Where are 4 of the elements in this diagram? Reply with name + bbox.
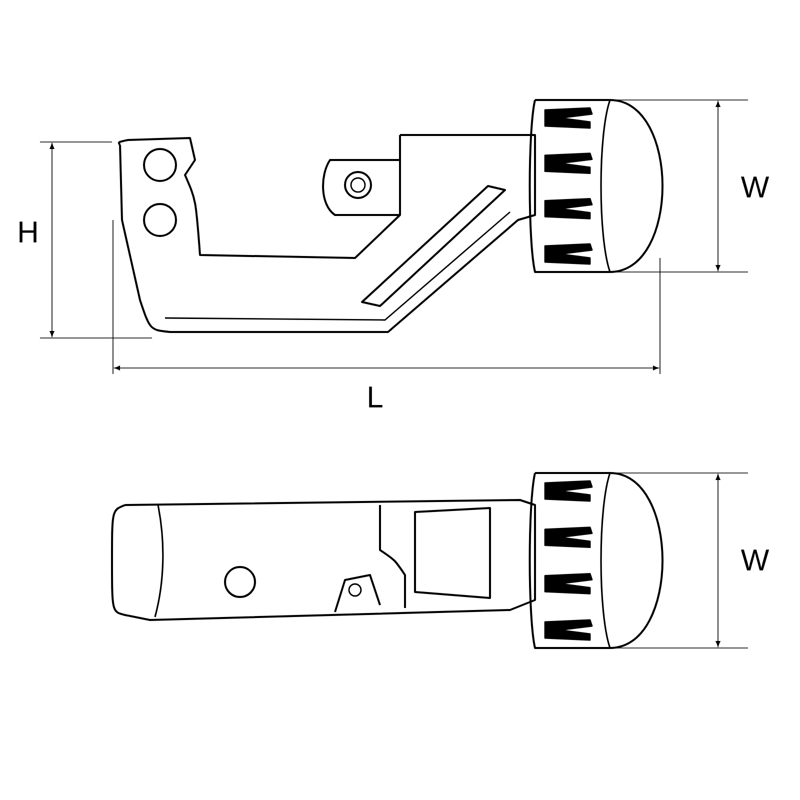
dimension-label: H — [20, 222, 36, 242]
dimension-label: W — [740, 550, 770, 570]
dimension-label: W — [740, 176, 770, 198]
dimension-label: L — [369, 386, 382, 408]
